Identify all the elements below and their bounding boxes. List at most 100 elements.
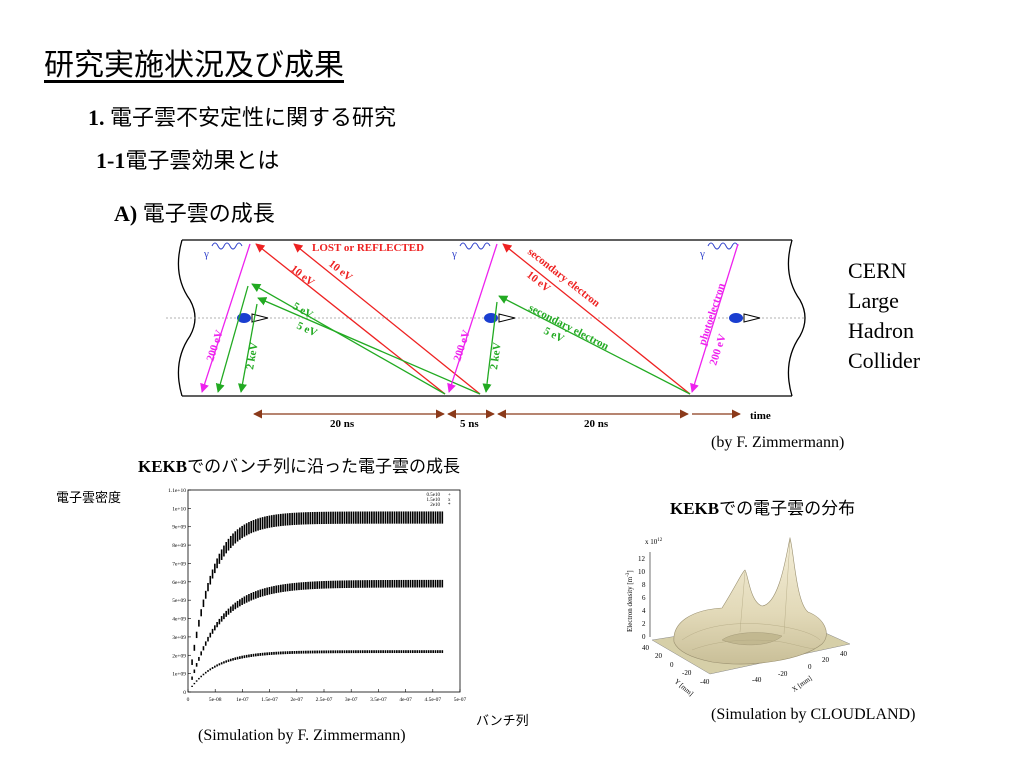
caption-kekb: KEKB xyxy=(670,499,720,518)
caption-rest: でのバンチ列に沿った電子雲の成長 xyxy=(187,457,460,476)
legend-marker: x xyxy=(448,498,451,503)
label-10ev: 10 eV xyxy=(326,258,354,284)
z-axis-label: Electron density [m-3] xyxy=(626,570,634,632)
y-tick-label: 5e+09 xyxy=(172,598,186,604)
svg-text:20: 20 xyxy=(822,656,830,664)
y-tick-label: 8e+09 xyxy=(172,543,186,549)
plot-exponent: x 1012 xyxy=(645,538,663,546)
series-0.5e10 xyxy=(191,650,444,688)
heading-2-number: 1-1 xyxy=(96,148,126,173)
x-tick-label: 5e-08 xyxy=(209,697,222,703)
series-2e10 xyxy=(191,511,444,665)
caption-kekb: KEKB xyxy=(138,457,188,476)
y-ticks: 40 20 0 -20 -40 xyxy=(642,644,710,686)
label-2kev: 2 keV xyxy=(488,342,504,371)
x-tick-label: 1e-07 xyxy=(236,697,249,703)
y-tick-label: 7e+09 xyxy=(172,561,186,567)
svg-text:0: 0 xyxy=(670,661,674,669)
x-tick-label: 1.5e-07 xyxy=(261,697,278,703)
legend-entry: 0.5e10 xyxy=(427,493,441,498)
y-axis-label: Y [mm] xyxy=(673,677,695,697)
cern-line: Large xyxy=(848,288,899,313)
heading-3: A) 電子雲の成長 xyxy=(114,196,275,228)
svg-text:40: 40 xyxy=(840,650,848,658)
x-ticks: -40 -20 0 20 40 xyxy=(752,650,848,684)
legend-marker: * xyxy=(448,503,451,508)
label-lost: LOST or REFLECTED xyxy=(312,242,424,254)
y-tick-label: 4e+09 xyxy=(172,617,186,623)
timeline-segment: 20 ns xyxy=(584,418,609,430)
y-tick-label: 6e+09 xyxy=(172,580,186,586)
magenta-trajectories xyxy=(200,243,739,393)
gamma-label: γ xyxy=(451,248,457,260)
svg-text:-40: -40 xyxy=(752,676,762,684)
diagram-credit: (by F. Zimmermann) xyxy=(711,434,845,451)
electron-density-3d-plot: x 1012 12 10 8 6 4 2 0 Electron density … xyxy=(626,536,851,698)
left-chart-caption: KEKBでのバンチ列に沿った電子雲の成長 xyxy=(138,452,460,477)
x-tick-label: 4e-07 xyxy=(399,697,412,703)
svg-text:0: 0 xyxy=(642,633,646,641)
x-tick-label: 4.5e-07 xyxy=(424,697,441,703)
y-tick-label: 3e+09 xyxy=(172,635,186,641)
x-axis-label: X [mm] xyxy=(791,674,814,693)
label-200ev: 200 eV xyxy=(204,329,225,363)
x-tick-label: 3.5e-07 xyxy=(370,697,387,703)
label-2kev: 2 keV xyxy=(244,342,261,371)
svg-text:0: 0 xyxy=(808,663,812,671)
heading-1: 1. 電子雲不安定性に関する研究 xyxy=(88,100,396,132)
slide-title: 研究実施状況及び成果 xyxy=(44,49,344,82)
red-trajectories xyxy=(255,243,691,395)
label-10ev: 10 eV xyxy=(288,263,316,289)
svg-text:-20: -20 xyxy=(778,670,788,678)
x-tick-label: 0 xyxy=(187,697,190,703)
surface-mesh xyxy=(681,539,821,651)
legend-entry: 2e10 xyxy=(430,503,440,508)
caption-rest: での電子雲の分布 xyxy=(719,499,856,518)
cern-line: Hadron xyxy=(848,318,914,343)
timeline-axis-label: time xyxy=(750,410,771,422)
cern-line: Collider xyxy=(848,348,921,373)
heading-3-number: A) xyxy=(114,201,138,226)
heading-2-text: 電子雲効果とは xyxy=(125,148,280,173)
cern-line: CERN xyxy=(848,258,907,283)
series-1.5e10 xyxy=(191,579,444,680)
right-plot-credit: (Simulation by CLOUDLAND) xyxy=(711,706,916,723)
heading-1-number: 1. xyxy=(88,105,105,130)
bunches xyxy=(237,313,761,323)
timeline-segment: 20 ns xyxy=(330,418,355,430)
svg-text:10: 10 xyxy=(638,568,646,576)
svg-text:8: 8 xyxy=(642,581,646,589)
svg-text:40: 40 xyxy=(642,644,650,652)
gamma-label: γ xyxy=(203,248,209,260)
right-plot-caption: KEKBでの電子雲の分布 xyxy=(670,494,855,519)
y-tick-label: 1.1e+10 xyxy=(168,488,186,494)
x-tick-label: 3e-07 xyxy=(345,697,358,703)
timeline-segment: 5 ns xyxy=(460,418,479,430)
left-chart-xlabel: バンチ列 xyxy=(476,714,529,729)
x-tick-label: 5e-07 xyxy=(454,697,467,703)
z-ticks: 12 10 8 6 4 2 0 xyxy=(638,555,646,641)
x-tick-label: 2e-07 xyxy=(291,697,304,703)
gamma-label: γ xyxy=(699,248,705,260)
svg-text:6: 6 xyxy=(642,594,646,602)
svg-text:2: 2 xyxy=(642,620,646,628)
svg-text:4: 4 xyxy=(642,607,646,615)
cern-label: CERN Large Hadron Collider xyxy=(848,256,920,376)
y-tick-label: 2e+09 xyxy=(172,653,186,659)
label-200ev: 200 eV xyxy=(451,329,472,363)
legend-entry: 1.5e10 xyxy=(427,498,441,503)
heading-1-text: 電子雲不安定性に関する研究 xyxy=(104,105,397,130)
svg-text:-40: -40 xyxy=(700,678,710,686)
heading-2: 1-1電子雲効果とは xyxy=(96,143,279,175)
y-tick-label: 0 xyxy=(183,690,186,696)
label-secondary-electron: secondary electron xyxy=(527,302,611,353)
svg-text:12: 12 xyxy=(638,555,646,563)
heading-3-text: 電子雲の成長 xyxy=(137,201,275,226)
svg-text:20: 20 xyxy=(655,652,663,660)
y-tick-label: 9e+09 xyxy=(172,525,186,531)
left-chart-ylabel: 電子雲密度 xyxy=(56,491,122,506)
left-chart-credit: (Simulation by F. Zimmermann) xyxy=(198,727,406,744)
y-tick-label: 1e+09 xyxy=(172,672,186,678)
x-tick-label: 2.5e-07 xyxy=(316,697,333,703)
